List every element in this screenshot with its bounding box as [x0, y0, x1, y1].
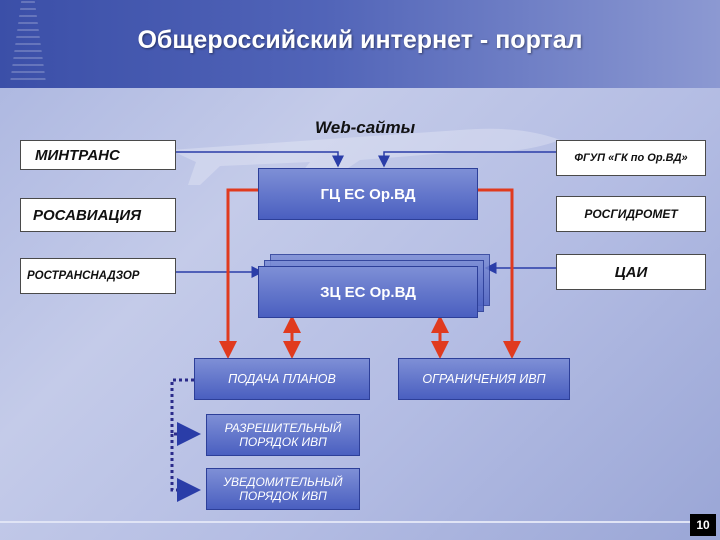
flight-plans-box: ПОДАЧА ПЛАНОВ [194, 358, 370, 400]
airplane-watermark [170, 128, 560, 200]
web-sites-label: Web-сайты [315, 118, 416, 137]
zonal-center-box: ЗЦ ЕС Ор.ВД [258, 266, 478, 318]
web-line-left [176, 151, 344, 168]
page-title: Общероссийский интернет - портал [137, 26, 583, 54]
permissive-dotted-arrow [170, 378, 201, 446]
airspace-limits-box: ОГРАНИЧЕНИЯ ИВП [398, 358, 570, 400]
gc-to-limits-arrow [478, 188, 521, 359]
org-fgup-gk-orvd: ФГУП «ГК по Ор.ВД» [556, 140, 706, 176]
web-line-right [378, 151, 556, 168]
org-mintrans: МИНТРАНС [20, 140, 176, 170]
page-number: 10 [690, 514, 716, 536]
notify-dotted-arrow [170, 434, 201, 502]
org-rosaviation: РОСАВИАЦИЯ [20, 198, 176, 232]
org-rosgidromet: РОСГИДРОМЕТ [556, 196, 706, 232]
permissive-order-box: РАЗРЕШИТЕЛЬНЫЙ ПОРЯДОК ИВП [206, 414, 360, 456]
org-rostransnadzor: РОСТРАНСНАДЗОР [20, 258, 176, 294]
org-cai: ЦАИ [556, 254, 706, 290]
main-center-box: ГЦ ЕС Ор.ВД [258, 168, 478, 220]
notification-order-box: УВЕДОМИТЕЛЬНЫЙ ПОРЯДОК ИВП [206, 468, 360, 510]
header-bar: Общероссийский интернет - портал [0, 0, 720, 88]
footer-divider [0, 521, 690, 523]
gc-to-plans-arrow [219, 188, 258, 359]
